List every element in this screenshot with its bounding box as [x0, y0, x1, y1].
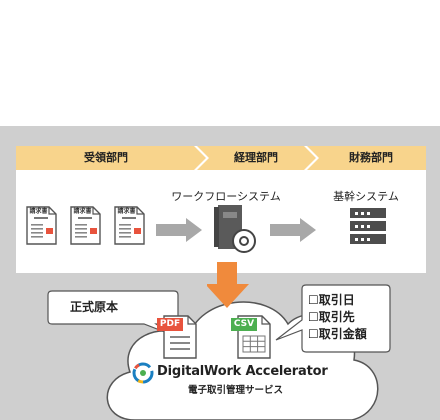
- check-item: ☐取引日: [308, 293, 355, 307]
- invoice-document-icon: 請求書: [26, 206, 57, 245]
- product-subtitle: 電子取引管理サービス: [188, 385, 284, 396]
- dwa-logo-icon: [132, 362, 154, 384]
- dept-receiving-label: 受領部門: [84, 151, 128, 164]
- header-section-accounting: [197, 146, 316, 170]
- arrow-right-icon: [270, 218, 316, 242]
- checklist-callout-bubble: [275, 284, 391, 353]
- invoice-label: 請求書: [73, 208, 92, 215]
- check-item: ☐取引金額: [308, 327, 367, 341]
- invoice-label: 請求書: [117, 208, 136, 215]
- invoice-label: 請求書: [29, 208, 48, 215]
- arrow-down-icon: [207, 262, 249, 308]
- process-panel: 受領部門 経理部門 財務部門 ワークフローシステム 基幹システム 請求書: [16, 146, 426, 273]
- department-header-band: [16, 146, 426, 170]
- arrow-right-icon: [156, 218, 202, 242]
- invoice-document-icon: 請求書: [70, 206, 101, 245]
- header-section-finance: [307, 146, 426, 170]
- core-system-label: 基幹システム: [333, 190, 399, 203]
- product-name: DigitalWork Accelerator: [157, 364, 328, 379]
- invoice-document-icon: 請求書: [114, 206, 145, 245]
- csv-document-icon: [231, 315, 271, 359]
- csv-badge: CSV: [233, 319, 255, 329]
- workflow-system-label: ワークフローシステム: [171, 190, 281, 203]
- header-section-receiving: [16, 146, 206, 170]
- pdf-document-icon: [157, 315, 197, 359]
- workflow-binder-icon: [214, 205, 256, 253]
- dept-accounting-label: 経理部門: [234, 151, 278, 164]
- server-icon: [350, 208, 386, 244]
- checklist: ☐取引日 ☐取引先 ☐取引金額: [308, 292, 367, 343]
- pdf-badge: PDF: [159, 319, 181, 329]
- original-label: 正式原本: [70, 300, 119, 314]
- check-item: ☐取引先: [308, 310, 355, 324]
- dept-finance-label: 財務部門: [349, 151, 393, 164]
